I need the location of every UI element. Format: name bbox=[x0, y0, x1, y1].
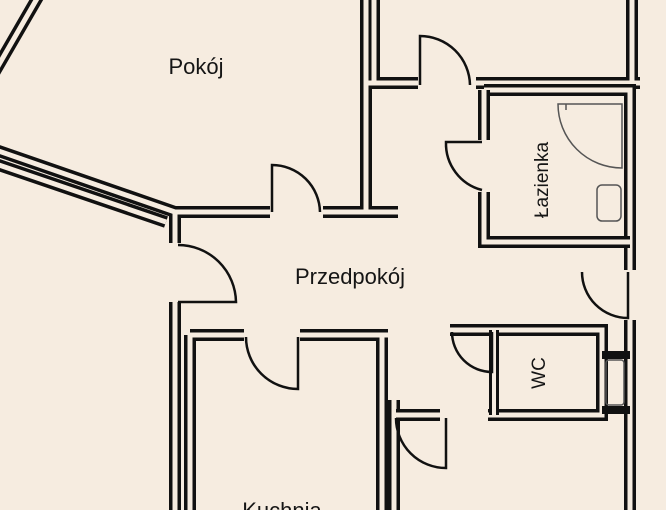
toilet-icon bbox=[596, 184, 622, 222]
door-kitchen bbox=[244, 336, 300, 391]
room-label-lazienka: Łazienka bbox=[532, 142, 553, 218]
walls bbox=[0, 0, 640, 510]
door-top bbox=[270, 163, 322, 213]
room-label-przedpokoj: Przedpokój bbox=[295, 264, 405, 289]
door-left bbox=[177, 243, 238, 304]
room-label-wc: WC bbox=[529, 357, 550, 389]
walls-inner-core bbox=[0, 0, 640, 510]
fixtures bbox=[557, 103, 625, 406]
shower-icon bbox=[557, 103, 623, 169]
door-wc bbox=[450, 331, 494, 374]
door-upper-corridor bbox=[418, 34, 472, 86]
wc-fixture-icon bbox=[605, 359, 625, 406]
door-bottom-right bbox=[394, 417, 448, 470]
room-label-kuchnia: Kuchnia bbox=[242, 498, 322, 510]
bathroom-walls bbox=[478, 84, 636, 270]
doors bbox=[177, 34, 630, 470]
door-right bbox=[580, 271, 630, 320]
room-label-pokoj: Pokój bbox=[168, 54, 223, 79]
wc-walls bbox=[396, 320, 636, 510]
door-bathroom bbox=[444, 140, 483, 192]
